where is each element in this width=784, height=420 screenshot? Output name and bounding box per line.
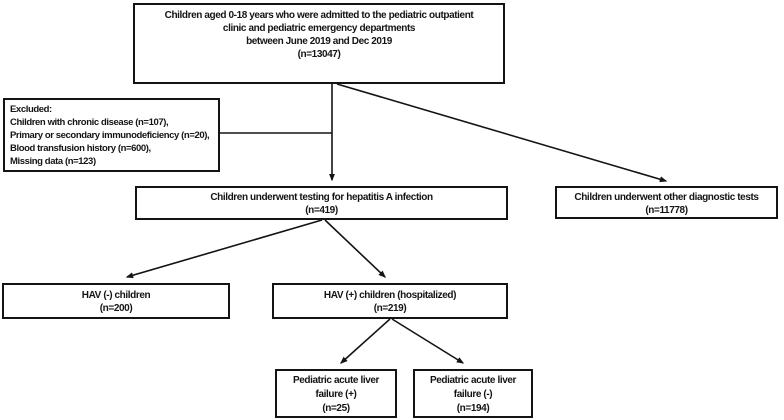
- node-palf-positive: Pediatric acute liver failure (+) (n=25): [275, 369, 397, 418]
- node-hav-positive: HAV (+) children (hospitalized) (n=219): [272, 283, 508, 319]
- node-excluded-text: Excluded: Children with chronic disease …: [10, 104, 210, 167]
- arrow-population-to-other-tests: [336, 83, 668, 183]
- node-hav-negative: HAV (-) children (n=200): [2, 283, 230, 319]
- node-hav-tested-text: Children underwent testing for hepatitis…: [210, 192, 433, 216]
- arrow-hav-tested-to-hav-positive: [324, 219, 386, 278]
- node-other-diagnostic-tests: Children underwent other diagnostic test…: [555, 186, 778, 219]
- node-palf-negative: Pediatric acute liver failure (-) (n=194…: [413, 369, 533, 418]
- node-study-population: Children aged 0-18 years who were admitt…: [133, 3, 505, 84]
- node-excluded: Excluded: Children with chronic disease …: [3, 98, 220, 172]
- arrow-hav-positive-to-palf-positive: [340, 318, 391, 364]
- node-hav-positive-text: HAV (+) children (hospitalized) (n=219): [323, 290, 457, 314]
- arrow-hav-tested-to-hav-negative: [125, 219, 323, 279]
- node-other-diagnostic-tests-text: Children underwent other diagnostic test…: [574, 192, 759, 216]
- node-hav-tested: Children underwent testing for hepatitis…: [135, 186, 508, 220]
- node-palf-negative-text: Pediatric acute liver failure (-) (n=194…: [429, 375, 517, 414]
- node-palf-positive-text: Pediatric acute liver failure (+) (n=25): [292, 375, 380, 414]
- node-study-population-text: Children aged 0-18 years who were admitt…: [164, 10, 474, 60]
- node-hav-negative-text: HAV (-) children (n=200): [81, 290, 151, 314]
- arrow-hav-positive-to-palf-negative: [391, 318, 465, 364]
